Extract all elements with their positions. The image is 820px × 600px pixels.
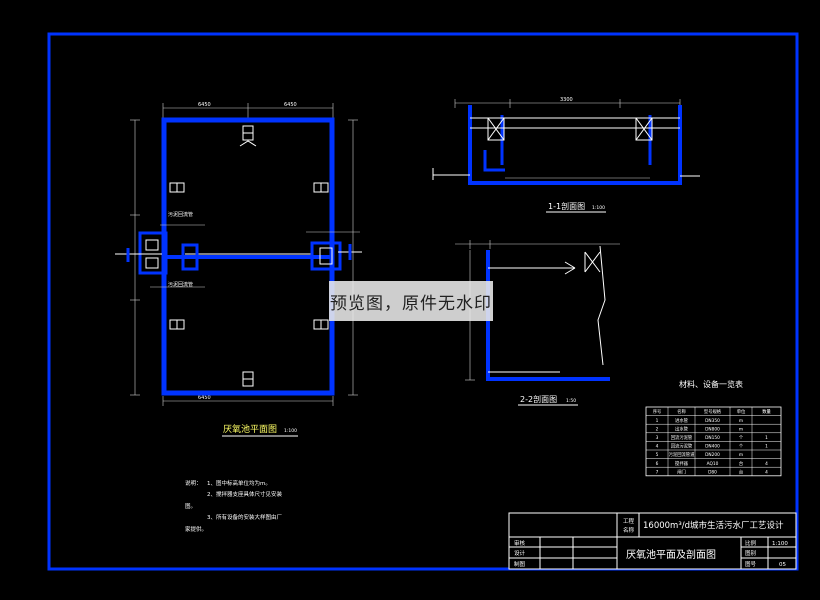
materials-cell: 污泥回流管道 bbox=[669, 451, 695, 458]
materials-cell: m bbox=[739, 453, 743, 458]
title-block: 工程 名称 16000m³/d城市生活污水厂工艺设计 厌氧池平面及剖面图 审核 … bbox=[508, 512, 797, 570]
tb-scale-value: 1:100 bbox=[772, 541, 788, 547]
section22-title: 2-2剖面图 bbox=[520, 394, 557, 404]
materials-cell: 个 bbox=[739, 444, 744, 450]
tb-project-label-1: 工程 bbox=[623, 517, 635, 525]
notes-line-5: 家提供。 bbox=[185, 525, 207, 533]
materials-cell: 7 bbox=[656, 469, 659, 475]
materials-cell: 1 bbox=[765, 444, 768, 450]
tb-number-label: 图号 bbox=[745, 560, 757, 568]
plan-view: 6450 6450 6450 bbox=[115, 102, 362, 406]
plan-dim-top-right: 6450 bbox=[284, 102, 297, 108]
materials-cell: 台 bbox=[739, 468, 743, 475]
materials-cell: 4 bbox=[765, 469, 768, 475]
materials-cell: DN350 bbox=[705, 418, 720, 424]
tb-project: 16000m³/d城市生活污水厂工艺设计 bbox=[643, 520, 784, 531]
materials-cell: 5 bbox=[656, 452, 659, 458]
materials-cell: 闸门 bbox=[677, 468, 686, 475]
materials-cell: 个 bbox=[739, 435, 744, 441]
tb-role-2: 设计 bbox=[514, 549, 526, 557]
notes-line-4: 3、所有设备的安装大样图由厂 bbox=[207, 513, 283, 521]
materials-header-cell: 名称 bbox=[677, 408, 686, 415]
section22-scale: 1:50 bbox=[566, 398, 576, 404]
pipe-label-top: 污泥回流管 bbox=[168, 211, 193, 218]
notes-line-1: 1、图中标高单位均为m。 bbox=[207, 479, 271, 487]
materials-cell: 进水管 bbox=[675, 417, 689, 424]
materials-cell: 1 bbox=[656, 418, 659, 424]
materials-cell: D80 bbox=[708, 469, 717, 475]
materials-cell: 4 bbox=[656, 444, 659, 450]
tb-drawing: 厌氧池平面及剖面图 bbox=[626, 548, 716, 561]
materials-header-cell: 序号 bbox=[653, 408, 662, 415]
tb-project-label-2: 名称 bbox=[623, 526, 635, 534]
materials-cell: DN150 bbox=[705, 435, 720, 441]
materials-cell: 6 bbox=[656, 461, 659, 467]
materials-cell: 2 bbox=[656, 426, 659, 432]
materials-title: 材料、设备一览表 bbox=[679, 379, 743, 389]
plan-dim-top-left: 6450 bbox=[198, 102, 211, 108]
plan-scale: 1:100 bbox=[284, 428, 297, 434]
materials-cell: 台 bbox=[739, 460, 743, 467]
materials-header-cell: 型号规格 bbox=[704, 408, 722, 415]
materials-cell: DN200 bbox=[705, 452, 720, 458]
materials-header-cell: 数量 bbox=[762, 408, 771, 415]
materials-cell: m bbox=[739, 427, 743, 432]
materials-header-cell: 单位 bbox=[737, 408, 746, 415]
tb-number-value: 05 bbox=[779, 562, 786, 568]
plan-title: 厌氧池平面图 bbox=[223, 423, 277, 435]
materials-cell: 出水管 bbox=[675, 425, 689, 432]
tb-role-1: 审核 bbox=[514, 539, 526, 547]
tb-sheet-label: 图别 bbox=[745, 549, 756, 557]
section-1-1: 3300 bbox=[432, 97, 700, 185]
notes-line-2: 2、搅拌器支座具体尺寸见安装 bbox=[207, 490, 283, 498]
materials-cell: 4 bbox=[765, 461, 768, 467]
tb-role-3: 制图 bbox=[514, 560, 526, 568]
drawing-frame bbox=[47, 32, 799, 571]
materials-cell: DN400 bbox=[705, 444, 720, 450]
notes-line-3: 图。 bbox=[185, 502, 196, 510]
materials-cell: 回流污泥管 bbox=[671, 443, 693, 450]
materials-table: 序号 名称 型号规格 单位 数量 1 进水管 DN350 m 2 出水管 DN800 m 3 回流污泥管 DN… bbox=[645, 406, 782, 477]
materials-cell: AQ10 bbox=[707, 461, 719, 467]
materials-cell: m bbox=[739, 419, 743, 424]
notes: 说明： 1、图中标高单位均为m。 2、搅拌器支座具体尺寸见安装 图。 3、所有设… bbox=[185, 479, 283, 533]
section11-title: 1-1剖面图 bbox=[548, 201, 585, 211]
section11-scale: 1:100 bbox=[592, 205, 605, 211]
materials-cell: 3 bbox=[656, 435, 659, 441]
pipe-label-bottom: 污泥回流管 bbox=[168, 281, 193, 288]
tb-scale-label: 比例 bbox=[745, 539, 757, 547]
notes-label: 说明： bbox=[185, 479, 202, 487]
section11-dim-main: 3300 bbox=[560, 97, 573, 103]
plan-dim-bottom: 6450 bbox=[198, 395, 211, 401]
materials-cell: 1 bbox=[765, 435, 768, 441]
materials-cell: 搅拌器 bbox=[675, 460, 689, 467]
preview-watermark: 预览图，原件无水印 bbox=[329, 281, 493, 321]
materials-cell: 回流污泥管 bbox=[671, 434, 693, 441]
materials-cell: DN800 bbox=[705, 426, 720, 432]
